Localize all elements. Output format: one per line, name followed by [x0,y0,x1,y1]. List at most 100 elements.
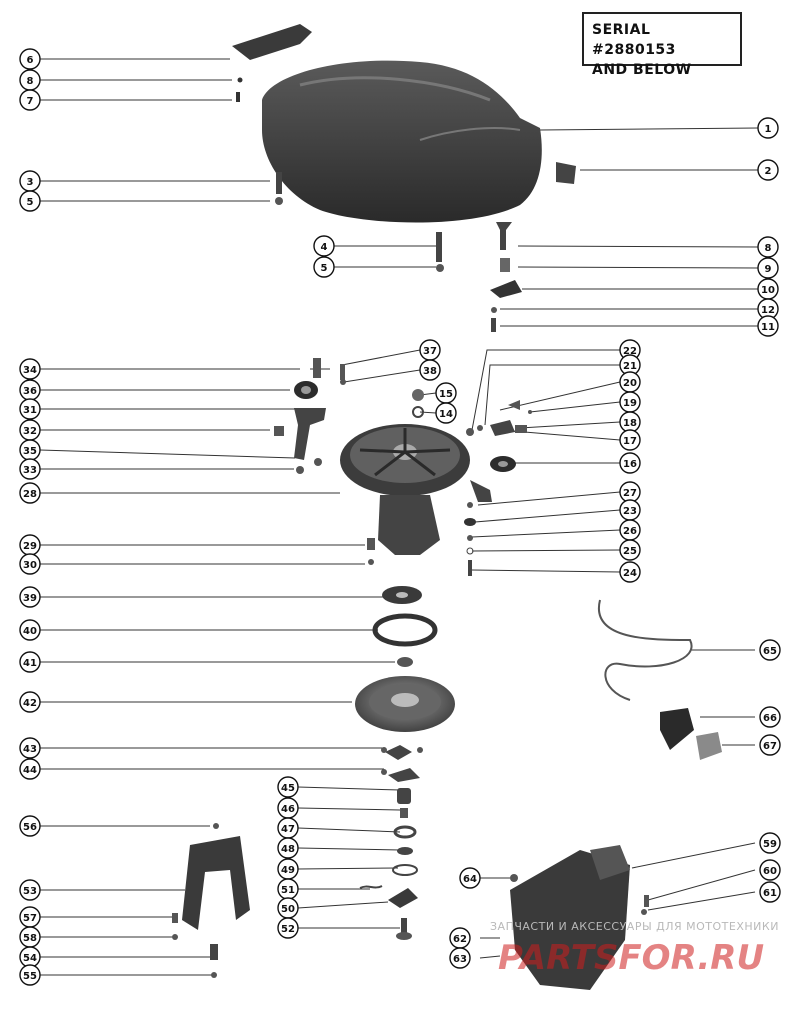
callout: 56 [19,815,41,837]
callout-label: 53 [23,886,37,897]
callout: 60 [759,859,781,881]
callout-label: 8 [27,76,34,87]
callout-label: 1 [765,124,772,135]
callout-label: 45 [281,783,295,794]
callout-label: 47 [281,824,295,835]
watermark-brand: PARTSFOR.RU [498,938,765,978]
callout: 45 [277,776,299,798]
callout: 47 [277,817,299,839]
callout: 66 [759,706,781,728]
callout-label: 62 [453,934,467,945]
callout: 59 [759,832,781,854]
callout: 28 [19,482,41,504]
callout-label: 16 [623,459,637,470]
callout-label: 27 [623,488,637,499]
callout: 2 [757,159,779,181]
callout-label: 10 [761,285,775,296]
callout: 23 [619,499,641,521]
callout: 33 [19,458,41,480]
callout: 31 [19,398,41,420]
callout: 51 [277,878,299,900]
callout: 44 [19,758,41,780]
callout-label: 38 [423,366,437,377]
callout: 40 [19,619,41,641]
callout-label: 31 [23,405,37,416]
callout-label: 41 [23,658,37,669]
callout-label: 30 [23,560,37,571]
callout-label: 44 [23,765,37,776]
callout-label: 63 [453,954,467,965]
callout-label: 51 [281,885,295,896]
callout-label: 14 [439,409,453,420]
callout-label: 11 [761,322,775,333]
callout: 16 [619,452,641,474]
callout-label: 28 [23,489,37,500]
callout-label: 12 [761,305,775,316]
callout-label: 34 [23,365,37,376]
callout-label: 21 [623,361,637,372]
callout-label: 60 [763,866,777,877]
callout-label: 32 [23,426,37,437]
callout: 8 [19,69,41,91]
callout-label: 29 [23,541,37,552]
callout: 35 [19,439,41,461]
callout: 3 [19,170,41,192]
callout-label: 59 [763,839,777,850]
callout: 61 [759,881,781,903]
callout: 67 [759,734,781,756]
callout-label: 43 [23,744,37,755]
callout: 14 [435,402,457,424]
callout-label: 26 [623,526,637,537]
serial-note-box: SERIAL #2880153 AND BELOW [582,12,742,78]
callout-label: 19 [623,398,637,409]
callout: 19 [619,391,641,413]
callout-label: 9 [765,264,772,275]
callout-label: 20 [623,378,637,389]
callout-label: 22 [623,346,637,357]
callout: 53 [19,879,41,901]
callout: 26 [619,519,641,541]
callout-label: 8 [765,243,772,254]
callout-label: 35 [23,446,37,457]
callout-label: 4 [321,242,328,253]
callout: 25 [619,539,641,561]
callout: 24 [619,561,641,583]
callout: 58 [19,926,41,948]
callout: 55 [19,964,41,986]
callout-label: 33 [23,465,37,476]
callout: 29 [19,534,41,556]
callout: 57 [19,906,41,928]
callout-label: 36 [23,386,37,397]
callout-label: 52 [281,924,295,935]
serial-line-2: AND BELOW [592,62,692,78]
serial-line-1: SERIAL #2880153 [592,22,676,58]
callout: 48 [277,837,299,859]
callout-label: 65 [763,646,777,657]
callout-label: 7 [27,96,34,107]
callout: 17 [619,429,641,451]
callout-label: 18 [623,418,637,429]
callout: 43 [19,737,41,759]
callout: 65 [759,639,781,661]
callout: 39 [19,586,41,608]
callout: 6 [19,48,41,70]
callout: 20 [619,371,641,393]
callout-label: 23 [623,506,637,517]
callout: 64 [459,867,481,889]
callout-label: 58 [23,933,37,944]
callout: 15 [435,382,457,404]
callout: 54 [19,946,41,968]
callout: 5 [19,190,41,212]
callout-label: 42 [23,698,37,709]
callout: 30 [19,553,41,575]
leader-lines [39,58,759,976]
callout: 27 [619,481,641,503]
callout-label: 56 [23,822,37,833]
callout-label: 24 [623,568,637,579]
callout: 41 [19,651,41,673]
callout-label: 25 [623,546,637,557]
callout: 37 [419,339,441,361]
part-number-callouts: 6 8 7 3 5 4 5 1 2 8 9 10 12 11 34 36 31 … [19,48,781,986]
callout: 5 [313,256,335,278]
callout-label: 40 [23,626,37,637]
